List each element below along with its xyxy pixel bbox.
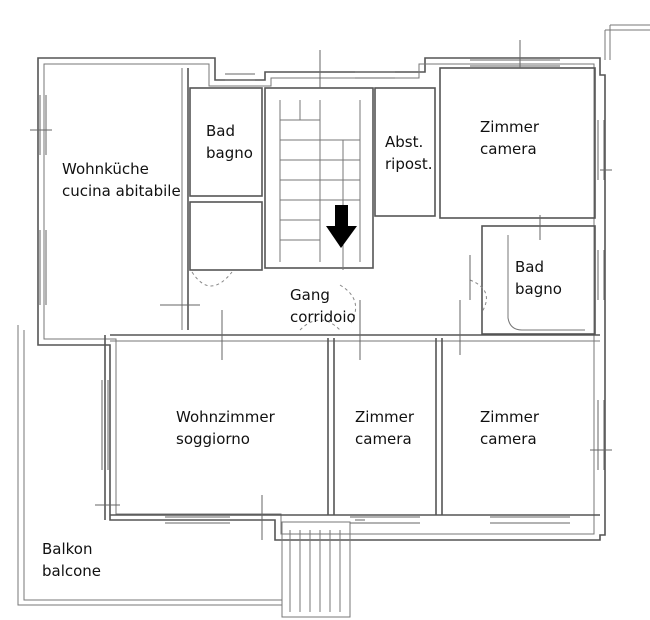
room-name-it: soggiorno	[176, 430, 250, 448]
staircase	[279, 100, 361, 270]
room-name-it: cucina abitabile	[62, 182, 181, 200]
room-label-zimmer1: Zimmer camera	[480, 116, 539, 160]
room-name-it: bagno	[515, 280, 562, 298]
room-name-it: corridoio	[290, 308, 356, 326]
room-label-bad2: Bad bagno	[515, 256, 562, 300]
room-name-it: bagno	[206, 144, 253, 162]
room-name-it: balcone	[42, 562, 102, 580]
room-name-de: Abst.	[385, 133, 424, 151]
room-name-de: Bad	[206, 122, 236, 140]
entrance-steps	[281, 521, 351, 618]
room-label-bad1: Bad bagno	[206, 120, 253, 164]
balcony-outline	[17, 24, 650, 606]
wall-ticks	[30, 40, 612, 540]
room-label-abst: Abst. ripost.	[385, 131, 433, 175]
room-name-it: camera	[480, 430, 537, 448]
room-name-it: camera	[355, 430, 412, 448]
room-name-it: ripost.	[385, 155, 433, 173]
doors	[191, 271, 487, 331]
room-name-de: Wohnküche	[62, 160, 149, 178]
room-name-it: camera	[480, 140, 537, 158]
room-name-de: Wohnzimmer	[176, 408, 275, 426]
outer-walls	[37, 57, 606, 541]
room-name-de: Zimmer	[355, 408, 415, 426]
room-name-de: Balkon	[42, 540, 93, 558]
room-name-de: Zimmer	[480, 408, 540, 426]
room-name-de: Bad	[515, 258, 545, 276]
room-label-zimmer2: Zimmer camera	[355, 406, 414, 450]
down-arrow-icon	[326, 205, 357, 248]
room-name-de: Zimmer	[480, 118, 540, 136]
room-label-wohnzimmer: Wohnzimmer soggiorno	[176, 406, 275, 450]
room-label-zimmer3: Zimmer camera	[480, 406, 539, 450]
room-label-gang: Gang corridoio	[290, 284, 356, 328]
room-name-de: Gang	[290, 286, 330, 304]
room-label-balkon: Balkon balcone	[42, 538, 101, 582]
room-label-wohnkueche: Wohnküche cucina abitabile	[62, 158, 181, 202]
interior-walls	[104, 67, 600, 520]
